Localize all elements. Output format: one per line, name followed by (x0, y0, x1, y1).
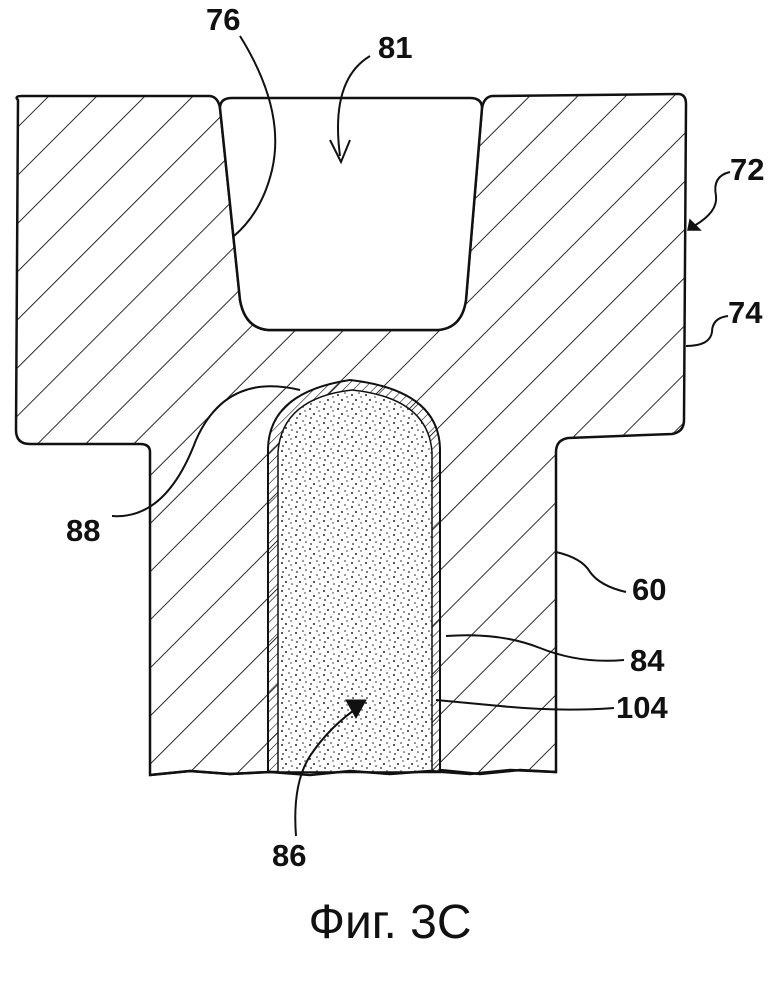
label-76: 76 (206, 2, 240, 37)
label-88: 88 (66, 513, 100, 548)
leader-72 (694, 172, 730, 226)
leader-74 (686, 316, 728, 346)
leader-60 (556, 552, 626, 592)
label-86: 86 (272, 838, 306, 873)
label-74: 74 (728, 295, 763, 330)
recess-81 (220, 98, 482, 330)
label-60: 60 (632, 572, 666, 607)
label-84: 84 (630, 643, 665, 678)
figure-caption: Фиг. 3С (0, 895, 780, 950)
label-72: 72 (730, 152, 764, 187)
arrow-72 (688, 220, 700, 230)
label-104: 104 (616, 690, 668, 725)
label-81: 81 (378, 30, 412, 65)
